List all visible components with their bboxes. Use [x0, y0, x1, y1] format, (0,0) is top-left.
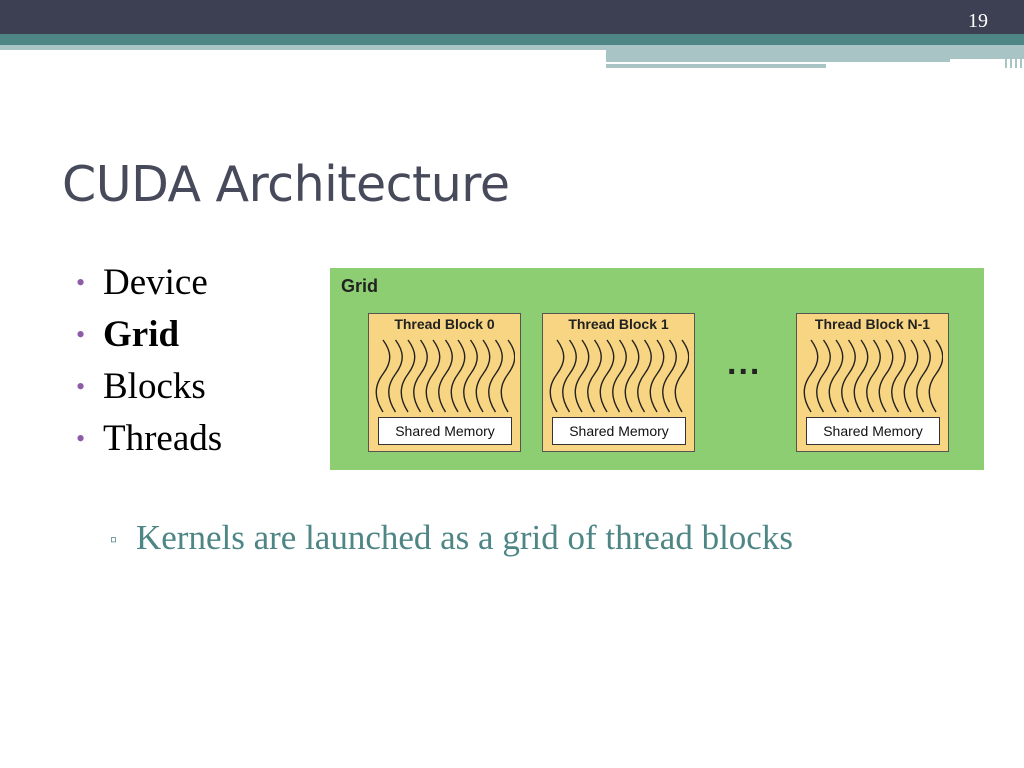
- slide-number: 19: [968, 10, 988, 32]
- thread-line: [816, 339, 831, 413]
- header-bar-step: [606, 45, 1024, 59]
- sub-bullet-text: Kernels are launched as a grid of thread…: [136, 518, 793, 557]
- bullet-dot-icon: •: [76, 424, 86, 453]
- thread-block: Thread Block N-1 Shared Memory: [796, 313, 949, 452]
- thread-block: Thread Block 1 Shared Memory: [542, 313, 695, 452]
- header-line: [606, 59, 950, 62]
- header-line: [606, 64, 826, 68]
- bullet-text: Device: [103, 262, 208, 303]
- thread-line: [866, 339, 881, 413]
- thread-line: [488, 339, 503, 413]
- thread-line: [803, 339, 819, 413]
- header-vertical-line: [1005, 45, 1007, 68]
- header-vertical-line: [1015, 45, 1017, 68]
- thread-block-title: Thread Block 1: [568, 316, 669, 332]
- bullet-item: • Threads: [76, 413, 222, 465]
- thread-block-title: Thread Block N-1: [814, 316, 931, 332]
- bullet-dot-icon: •: [76, 372, 86, 401]
- more-blocks-ellipsis: ...: [727, 344, 762, 382]
- thread-line: [450, 339, 466, 413]
- bullet-item: • Device: [76, 257, 222, 309]
- thread-line: [463, 339, 478, 413]
- sub-bullet: ▫ Kernels are launched as a grid of threa…: [110, 518, 793, 558]
- square-bullet-icon: ▫: [110, 529, 118, 552]
- thread-block: Thread Block 0 Shared Memory: [368, 313, 521, 452]
- thread-line: [413, 339, 428, 413]
- grid-label: Grid: [341, 276, 379, 296]
- thread-line: [574, 339, 590, 413]
- header-bar-teal: [0, 34, 1024, 45]
- shared-memory-box: Shared Memory: [806, 417, 940, 445]
- cuda-grid-diagram: Grid Thread Block 0 Shared Memory Thread…: [330, 268, 984, 470]
- bullet-dot-icon: •: [76, 268, 86, 297]
- bullet-text: Blocks: [103, 366, 206, 407]
- thread-line: [891, 339, 906, 413]
- header-vertical-line: [1020, 45, 1022, 68]
- thread-line: [388, 339, 403, 413]
- thread-line: [587, 339, 602, 413]
- thread-block-title: Thread Block 0: [394, 316, 495, 332]
- thread-line: [612, 339, 627, 413]
- slide-title: CUDA Architecture: [62, 156, 510, 213]
- thread-line: [649, 339, 665, 413]
- thread-line: [425, 339, 441, 413]
- thread-line: [903, 339, 919, 413]
- bullet-item: • Grid: [76, 309, 222, 361]
- thread-line: [916, 339, 931, 413]
- thread-line: [928, 339, 943, 413]
- thread-line: [375, 339, 391, 413]
- thread-line: [878, 339, 894, 413]
- thread-line: [624, 339, 640, 413]
- bullet-item: • Blocks: [76, 361, 222, 413]
- thread-line: [853, 339, 869, 413]
- bullet-dot-icon: •: [76, 320, 86, 349]
- thread-line: [438, 339, 453, 413]
- thread-line: [599, 339, 615, 413]
- threads-icon: [803, 339, 943, 413]
- header-vertical-line: [1010, 45, 1012, 68]
- shared-memory-box: Shared Memory: [378, 417, 512, 445]
- bullet-list: • Device • Grid • Blocks • Threads: [76, 257, 222, 465]
- bullet-text: Grid: [103, 314, 180, 355]
- threads-icon: [375, 339, 515, 413]
- thread-line: [841, 339, 856, 413]
- thread-line: [549, 339, 565, 413]
- threads-icon: [549, 339, 689, 413]
- header-bar-light: [0, 45, 606, 50]
- thread-line: [662, 339, 677, 413]
- shared-memory-box: Shared Memory: [552, 417, 686, 445]
- thread-line: [828, 339, 844, 413]
- thread-line: [562, 339, 577, 413]
- bullet-text: Threads: [103, 418, 223, 459]
- thread-line: [400, 339, 416, 413]
- thread-line: [674, 339, 689, 413]
- thread-line: [500, 339, 515, 413]
- thread-line: [637, 339, 652, 413]
- thread-line: [475, 339, 491, 413]
- header-bar-dark: [0, 0, 1024, 34]
